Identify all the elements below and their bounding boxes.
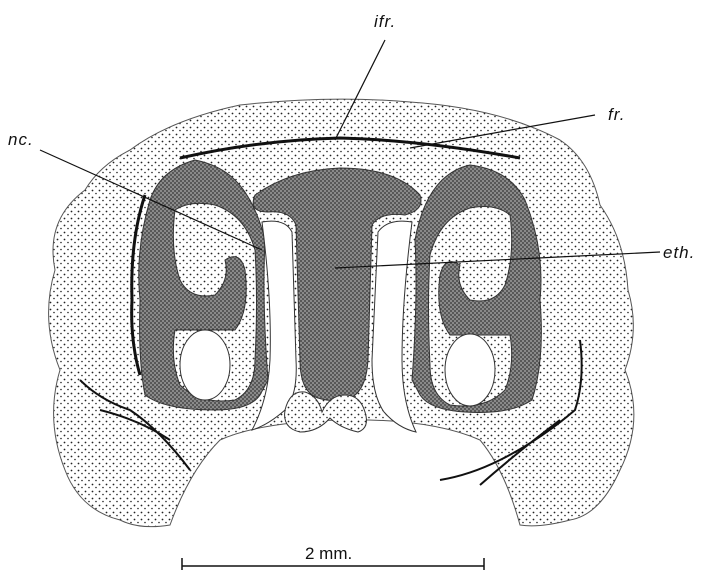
fr-label: fr. <box>608 105 625 124</box>
scale-bar: 2 mm. <box>182 544 484 570</box>
eth-label: eth. <box>663 243 695 262</box>
ifr-label: ifr. <box>374 12 396 31</box>
nc-label: nc. <box>8 130 34 149</box>
left-cavity <box>180 330 230 400</box>
scale-bar-label: 2 mm. <box>305 544 352 563</box>
right-cavity <box>445 334 495 406</box>
